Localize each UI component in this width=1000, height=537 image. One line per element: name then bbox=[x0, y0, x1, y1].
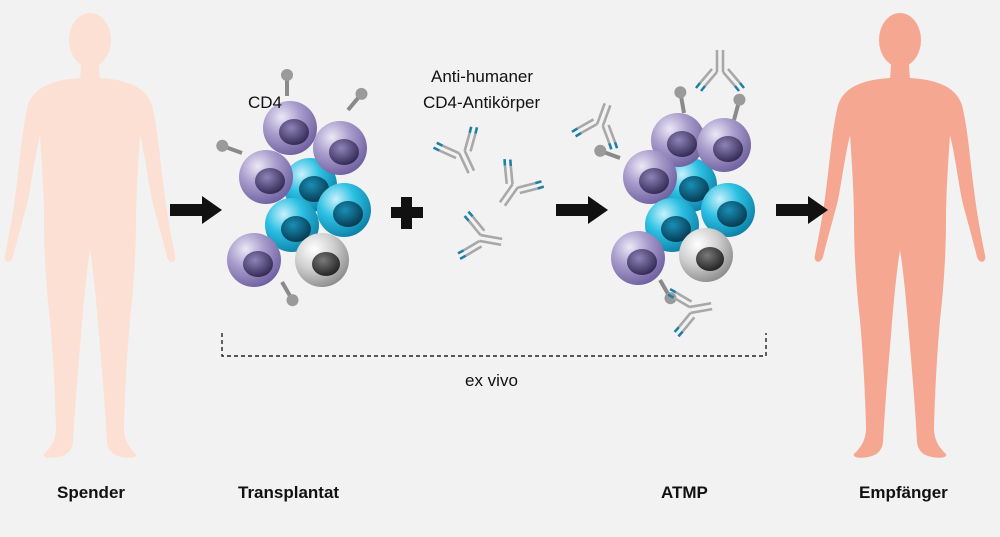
recipient-label: Empfänger bbox=[859, 483, 948, 502]
antibody-label-line1: Anti-humaner bbox=[431, 67, 534, 86]
ex-vivo-bracket bbox=[221, 333, 767, 357]
arrow-right-icon bbox=[556, 196, 608, 224]
atmp-label: ATMP bbox=[661, 483, 708, 502]
antibody-label-line2: CD4-Antikörper bbox=[423, 93, 541, 112]
antibody-group bbox=[430, 123, 547, 267]
ex-vivo-label: ex vivo bbox=[465, 371, 518, 390]
graft-label: Transplantat bbox=[238, 483, 340, 502]
graft-cell-cluster bbox=[212, 67, 372, 311]
plus-icon bbox=[391, 197, 423, 229]
atmp-cell-cluster bbox=[569, 48, 755, 339]
arrow-right-icon bbox=[170, 196, 222, 224]
recipient-silhouette bbox=[814, 13, 986, 458]
cd4-label: CD4 bbox=[248, 93, 283, 112]
donor-label: Spender bbox=[57, 483, 126, 502]
donor-silhouette bbox=[4, 13, 176, 458]
arrow-right-icon bbox=[776, 196, 828, 224]
